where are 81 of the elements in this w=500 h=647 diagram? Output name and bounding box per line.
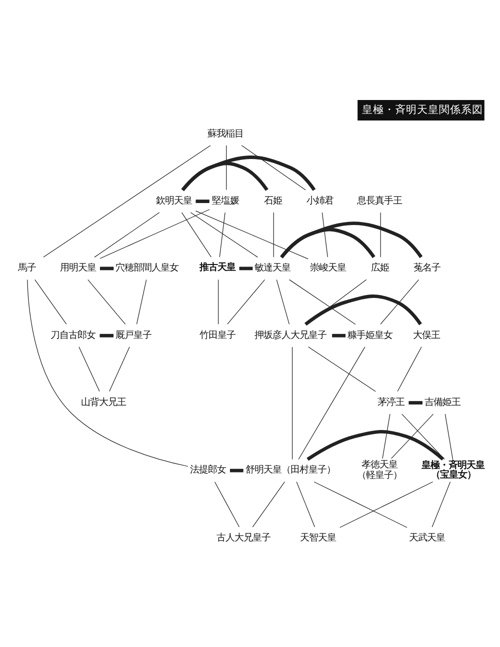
connector xyxy=(219,212,226,258)
connector xyxy=(34,279,67,325)
node-text: 山背大兄王 xyxy=(80,396,126,408)
connector xyxy=(239,266,253,270)
connector xyxy=(280,222,423,258)
connector xyxy=(218,279,219,325)
connector xyxy=(226,145,227,190)
connector xyxy=(27,279,188,467)
connector xyxy=(196,200,210,204)
connector xyxy=(94,212,160,258)
node-text: 古人大兄皇子 xyxy=(216,532,271,544)
connector xyxy=(273,212,274,258)
connector xyxy=(88,279,126,325)
connector xyxy=(276,279,290,325)
connector xyxy=(432,482,451,528)
connector xyxy=(332,334,346,338)
connector xyxy=(308,346,376,392)
connector xyxy=(296,482,316,528)
connector xyxy=(340,482,434,528)
node-text: 刀自古郎女 xyxy=(50,330,96,341)
node-text: 馬子 xyxy=(18,262,36,274)
connector xyxy=(241,145,306,190)
connector xyxy=(298,346,366,460)
node-text: 小姉君 xyxy=(306,196,334,206)
connector xyxy=(306,430,444,461)
connector xyxy=(78,346,100,392)
node-text: 石姫 xyxy=(264,196,282,206)
node-text: 蘇我稲目 xyxy=(207,128,244,140)
connector xyxy=(109,346,130,392)
node-text: 竹田皇子 xyxy=(199,330,236,341)
connector xyxy=(380,212,381,258)
node-text: 息長真手王 xyxy=(356,196,402,206)
connector xyxy=(181,156,316,192)
diagram-title: 皇極・斉明天皇関係系図 xyxy=(362,104,483,116)
connector xyxy=(292,346,293,460)
node-text: 欽明天皇 xyxy=(156,196,192,206)
connector xyxy=(230,468,244,472)
node-text: 糠手姫皇女 xyxy=(348,330,393,341)
node-text: 法提郎女 xyxy=(190,464,226,476)
connector xyxy=(100,266,114,270)
connector xyxy=(289,279,356,325)
connector xyxy=(181,162,268,192)
node-text: 用明天皇 xyxy=(60,262,96,274)
connector xyxy=(227,279,266,325)
node-text: 広姫 xyxy=(370,262,389,274)
connector xyxy=(100,334,114,338)
node-text: 天智天皇 xyxy=(300,532,336,544)
connector xyxy=(195,210,308,260)
connector xyxy=(190,212,258,258)
connector xyxy=(402,414,445,460)
connector xyxy=(252,482,285,528)
connector xyxy=(444,414,454,460)
connector xyxy=(380,279,420,325)
node-text: 舒明天皇（田村皇子） xyxy=(245,464,336,476)
connector xyxy=(304,294,422,326)
node-text: 吉備姫王 xyxy=(424,396,460,408)
connector xyxy=(181,212,212,258)
node-text: 崇峻天皇 xyxy=(310,262,346,274)
node-text: 押坂彦人大兄皇子 xyxy=(254,330,327,341)
connector xyxy=(100,209,210,259)
node-text: 孝徳天皇 （軽皇子） xyxy=(356,459,402,482)
connector xyxy=(43,145,211,258)
node-text: 堅塩媛 xyxy=(212,196,240,206)
connector xyxy=(382,414,390,459)
connector xyxy=(322,212,328,258)
connector xyxy=(390,414,434,459)
node-text: 穴穂部間人皇女 xyxy=(116,262,179,274)
connector xyxy=(214,482,240,528)
node-text: 厩戸皇子 xyxy=(115,330,152,341)
node-text: 大俣王 xyxy=(412,330,440,341)
connector xyxy=(136,279,147,325)
node-text: 茅渟王 xyxy=(377,396,404,408)
connector xyxy=(397,346,422,392)
node-text: 菟名子 xyxy=(414,262,441,274)
connector xyxy=(314,482,408,528)
connector xyxy=(280,228,376,258)
node-text: 皇極・斉明天皇 （宝皇女） xyxy=(422,460,485,480)
node-text: 推古天皇 xyxy=(199,262,236,274)
node-text: 敏達天皇 xyxy=(254,262,291,274)
node-text: 天武天皇 xyxy=(408,532,445,544)
connector xyxy=(408,401,422,404)
